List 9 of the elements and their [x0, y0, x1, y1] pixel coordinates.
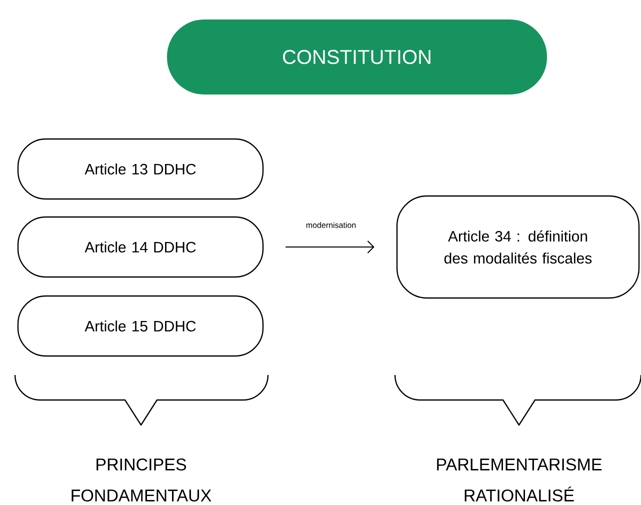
group-label: PRINCIPES FONDAMENTAUX — [72, 458, 212, 502]
rounded-box: Article 14 DDHC — [17, 216, 264, 278]
group-label: PARLEMENTARISME RATIONALISÉ — [437, 458, 602, 502]
rounded-box: Article 13 DDHC — [17, 138, 264, 200]
arrow — [285, 240, 374, 254]
rounded-box: Article 15 DDHC — [17, 295, 264, 357]
rounded-box: Article 34 : définition des modalités fiscales — [396, 195, 640, 299]
title-pill: CONSTITUTION — [167, 20, 547, 94]
edge-label: modernisation — [306, 222, 356, 228]
